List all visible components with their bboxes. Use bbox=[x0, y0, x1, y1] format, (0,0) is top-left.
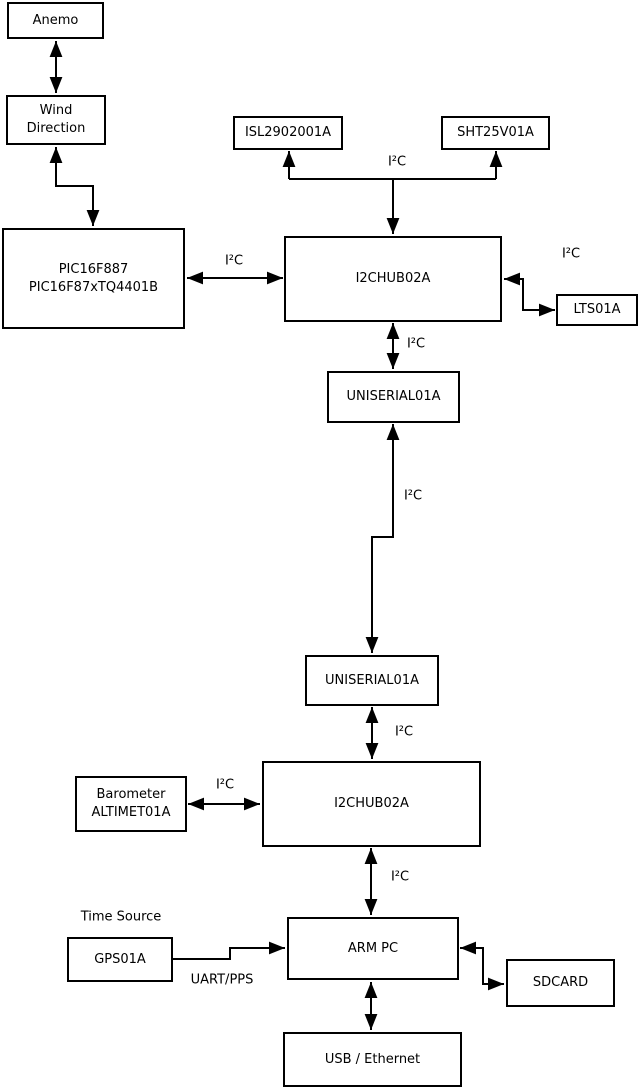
node-usb-ethernet-label: USB / Ethernet bbox=[324, 1051, 421, 1067]
node-barometer-altimet01a: Barometer ALTIMET01A bbox=[75, 776, 187, 832]
node-gps01a-label: GPS01A bbox=[94, 951, 146, 967]
edge-label-i2c-bus: I²C bbox=[387, 154, 407, 170]
node-sht25v01a-label: SHT25V01A bbox=[457, 125, 534, 141]
edge-label-i2c-pic: I²C bbox=[224, 253, 244, 269]
node-uniserial01a-upper-label: UNISERIAL01A bbox=[346, 389, 441, 405]
edge-label-i2c-barometer: I²C bbox=[215, 777, 235, 793]
edge-label-i2c-uniserial2: I²C bbox=[394, 724, 414, 740]
node-lts01a: LTS01A bbox=[556, 294, 638, 326]
node-anemo-label: Anemo bbox=[32, 12, 79, 28]
node-i2chub02a-upper-label: I2CHUB02A bbox=[355, 271, 431, 287]
node-pic16f887-line1: PIC16F887 bbox=[58, 261, 129, 277]
edge-uniserial1-uniserial2 bbox=[365, 424, 400, 653]
edge-label-i2c-uniserial1: I²C bbox=[406, 336, 426, 352]
node-barometer-line2: ALTIMET01A bbox=[91, 805, 171, 820]
label-time-source: Time Source bbox=[80, 909, 162, 925]
edge-label-i2c-longlink: I²C bbox=[403, 488, 423, 504]
node-sdcard-label: SDCARD bbox=[532, 975, 589, 991]
edge-label-i2c-lts: I²C bbox=[561, 246, 581, 262]
edge-label-uart-pps: UART/PPS bbox=[190, 972, 254, 988]
node-wind-direction-line2: Direction bbox=[26, 121, 86, 136]
node-uniserial01a-upper: UNISERIAL01A bbox=[327, 371, 460, 423]
edge-hub1-lts bbox=[504, 272, 555, 317]
node-isl2902001a-label: ISL2902001A bbox=[244, 125, 332, 141]
node-i2chub02a-upper: I2CHUB02A bbox=[284, 236, 502, 322]
node-isl2902001a: ISL2902001A bbox=[233, 116, 343, 150]
node-anemo: Anemo bbox=[7, 2, 104, 39]
node-barometer-line1: Barometer bbox=[96, 787, 166, 803]
edge-armpc-sdcard bbox=[460, 941, 504, 991]
node-sht25v01a: SHT25V01A bbox=[441, 116, 550, 150]
edge-wind-pic bbox=[49, 147, 100, 226]
node-uniserial01a-lower: UNISERIAL01A bbox=[305, 655, 439, 706]
node-i2chub02a-lower-label: I2CHUB02A bbox=[334, 796, 409, 812]
node-i2chub02a-lower: I2CHUB02A bbox=[262, 761, 481, 847]
node-gps01a: GPS01A bbox=[67, 937, 173, 982]
node-arm-pc-label: ARM PC bbox=[347, 940, 399, 956]
edge-label-i2c-armpc: I²C bbox=[390, 869, 410, 885]
node-usb-ethernet: USB / Ethernet bbox=[283, 1032, 462, 1087]
node-uniserial01a-lower-label: UNISERIAL01A bbox=[325, 672, 419, 688]
node-arm-pc: ARM PC bbox=[287, 917, 459, 980]
node-wind-direction: Wind Direction bbox=[6, 95, 106, 145]
node-wind-direction-line1: Wind bbox=[39, 103, 73, 119]
node-pic16f887-line2: PIC16F87xTQ4401B bbox=[28, 279, 159, 295]
node-lts01a-label: LTS01A bbox=[573, 302, 621, 318]
node-sdcard: SDCARD bbox=[506, 959, 615, 1007]
edge-gps-armpc bbox=[173, 941, 285, 960]
node-pic16f887: PIC16F887 PIC16F87xTQ4401B bbox=[2, 228, 185, 329]
